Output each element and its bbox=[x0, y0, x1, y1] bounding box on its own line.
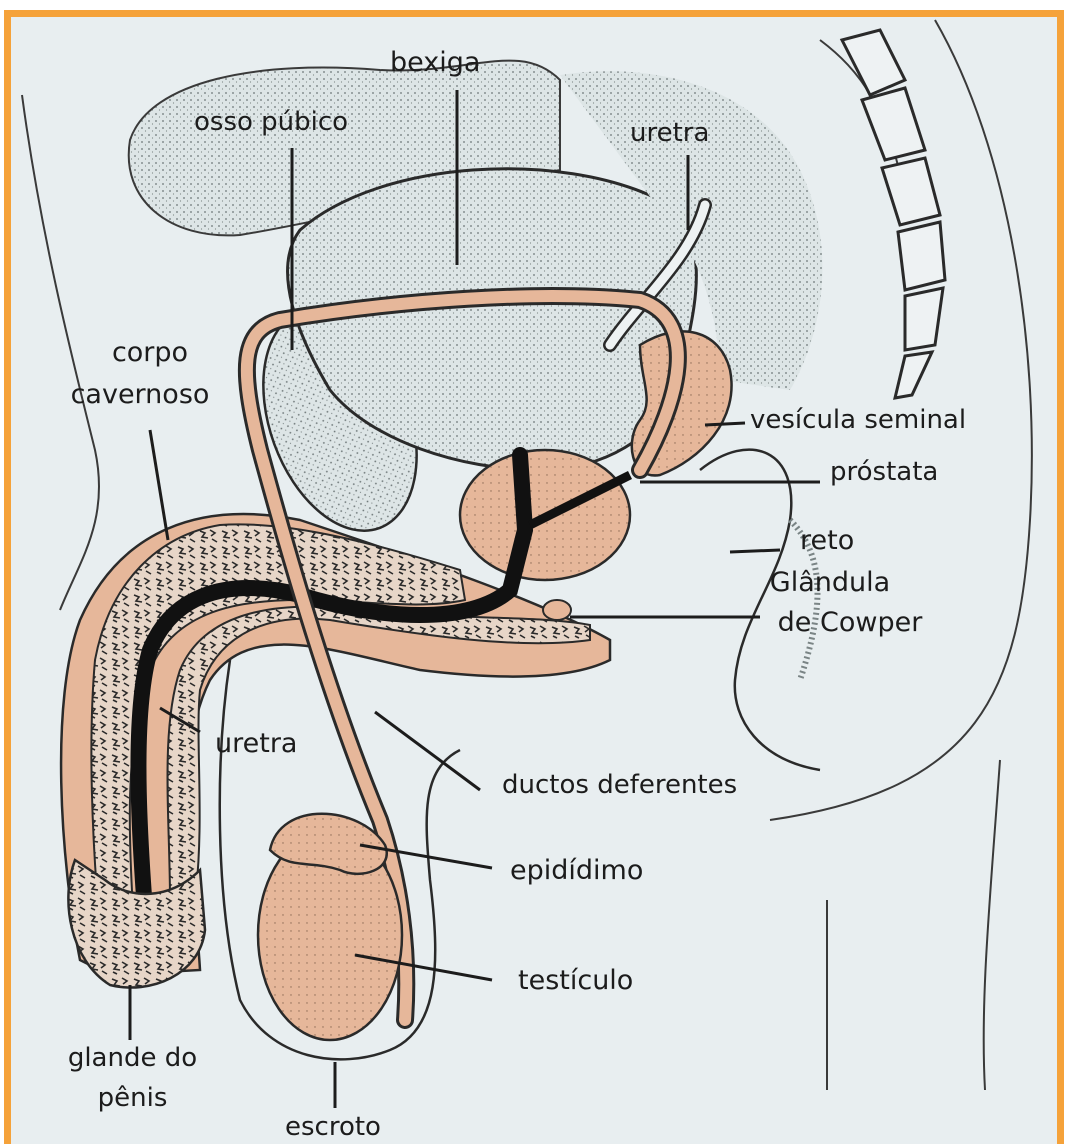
label-prostata: próstata bbox=[830, 457, 938, 488]
label-bexiga: bexiga bbox=[390, 47, 480, 79]
label-de-cowper: de Cowper bbox=[760, 607, 940, 639]
label-glande-do: glande do bbox=[45, 1043, 220, 1074]
label-osso-pubico: osso púbico bbox=[194, 107, 348, 138]
label-glandula: Glândula bbox=[750, 567, 910, 599]
label-penis: pênis bbox=[45, 1083, 220, 1114]
coccyx-segments bbox=[842, 30, 945, 398]
label-epididimo: epidídimo bbox=[510, 855, 643, 887]
label-uretra-top: uretra bbox=[630, 118, 709, 149]
cowper-gland-shape bbox=[543, 600, 571, 620]
label-testiculo: testículo bbox=[518, 965, 633, 997]
label-reto: reto bbox=[800, 525, 854, 557]
label-cavernoso: cavernoso bbox=[45, 379, 235, 411]
label-uretra-mid: uretra bbox=[215, 728, 297, 760]
label-vesicula-seminal: vesícula seminal bbox=[750, 405, 966, 436]
label-corpo: corpo bbox=[55, 337, 245, 369]
label-ductos-deferentes: ductos deferentes bbox=[502, 770, 737, 801]
label-escroto: escroto bbox=[285, 1112, 381, 1143]
